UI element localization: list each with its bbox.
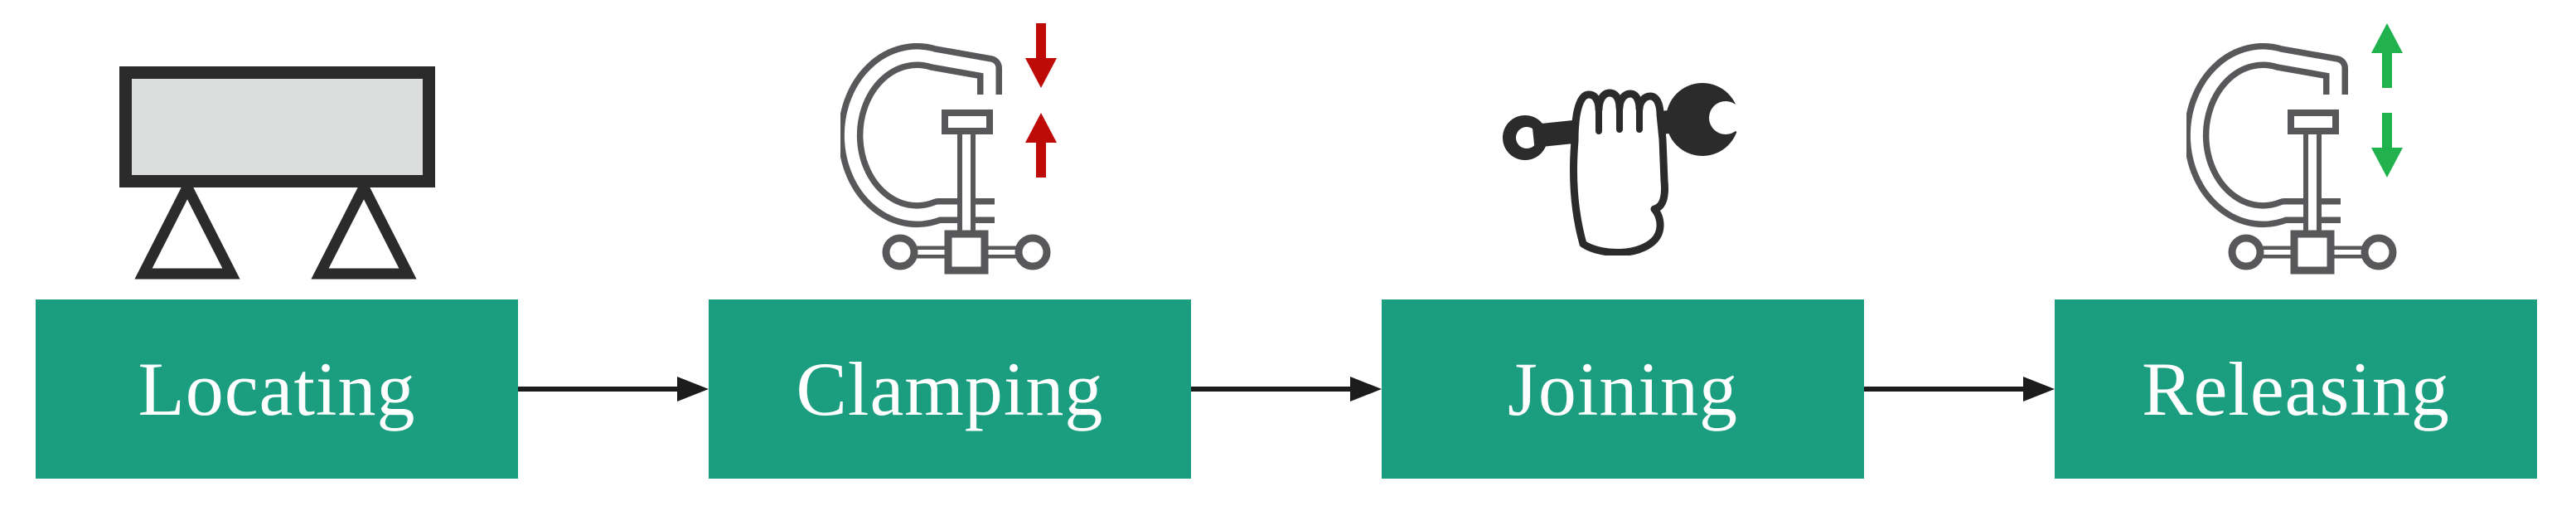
locator-triangle-right	[311, 175, 417, 280]
wrench-ring-hole	[1516, 127, 1537, 148]
arrowhead-icon	[677, 377, 709, 402]
stage-box-locating: Locating	[36, 299, 518, 479]
locator-triangle-left	[134, 175, 240, 280]
hand-wrench-icon	[1503, 83, 1754, 256]
finger-separation-lines	[1595, 106, 1643, 134]
up-arrow-icon	[2371, 23, 2403, 53]
down-arrow-icon	[1025, 58, 1057, 88]
wrench-jaw-opening	[1717, 91, 1754, 144]
arrowhead-icon	[2023, 377, 2055, 402]
c-clamp-icon	[840, 23, 1059, 275]
up-arrow-shaft	[2382, 53, 2392, 88]
workpiece-rect	[119, 66, 435, 187]
c-clamp-body	[850, 56, 1047, 270]
locating-icon	[119, 66, 435, 284]
wrench-open-head	[1666, 83, 1739, 156]
workpiece-on-locators-icon	[119, 66, 435, 280]
arrow-line	[1864, 387, 2028, 392]
stage-label-releasing: Releasing	[2142, 347, 2450, 431]
releasing-icon	[2186, 22, 2405, 280]
flow-arrow-joining-to-releasing	[1864, 377, 2055, 402]
stage-label-joining: Joining	[1508, 347, 1738, 431]
arrowhead-icon	[1350, 377, 1382, 402]
flow-arrow-locating-to-clamping	[518, 377, 709, 402]
stage-box-clamping: Clamping	[709, 299, 1191, 479]
up-arrow-shaft	[1036, 143, 1046, 178]
down-arrow-icon	[2371, 148, 2403, 178]
hand-icon	[1569, 89, 1668, 256]
down-arrow-shaft	[2382, 113, 2392, 148]
up-arrow-icon	[1025, 113, 1057, 143]
joining-icon	[1500, 81, 1754, 260]
c-clamp-icon	[2186, 23, 2405, 275]
stage-box-releasing: Releasing	[2055, 299, 2537, 479]
stage-label-clamping: Clamping	[796, 347, 1104, 431]
stage-box-joining: Joining	[1382, 299, 1864, 479]
arrow-line	[1191, 387, 1355, 392]
stage-label-locating: Locating	[138, 347, 416, 431]
arrow-line	[518, 387, 682, 392]
down-arrow-shaft	[1036, 23, 1046, 60]
flow-arrow-clamping-to-joining	[1191, 377, 1382, 402]
releasing-force-arrows	[2371, 23, 2403, 178]
clamping-icon	[840, 22, 1059, 280]
c-clamp-body	[2196, 56, 2393, 270]
clamping-force-arrows	[1025, 23, 1057, 178]
